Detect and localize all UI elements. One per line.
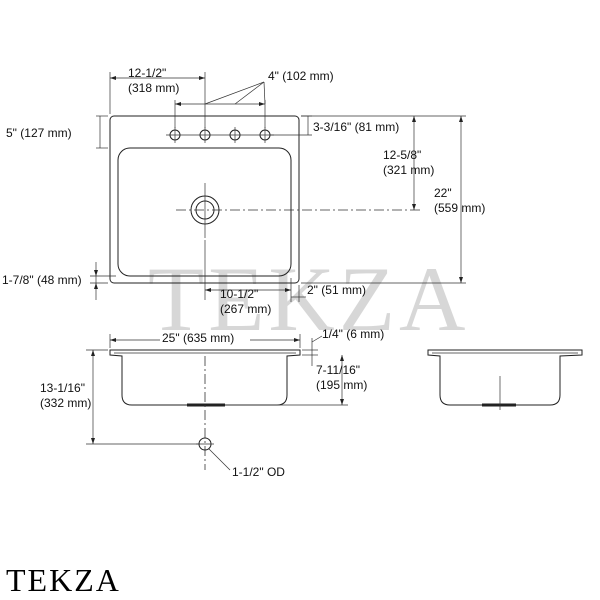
dim-overall-width: 25" (635 mm)	[109, 331, 301, 348]
dim-hole-row: 3-3/16" (81 mm)	[270, 115, 399, 136]
svg-text:1-1/2" OD: 1-1/2" OD	[232, 465, 285, 479]
side-sink-profile	[427, 349, 583, 406]
dim-drain-from-side: 10-1/2" (267 mm)	[204, 240, 291, 316]
svg-text:12-1/2": 12-1/2"	[128, 66, 166, 80]
dim-faucet-spacing: 4" (102 mm)	[174, 69, 334, 128]
svg-text:(332 mm): (332 mm)	[40, 396, 91, 410]
svg-text:1-7/8" (48 mm): 1-7/8" (48 mm)	[2, 273, 82, 287]
svg-text:(267 mm): (267 mm)	[220, 302, 271, 316]
svg-text:3-3/16" (81 mm): 3-3/16" (81 mm)	[313, 120, 399, 134]
dim-overall-depth: 22" (559 mm)	[301, 115, 485, 284]
dim-bowl-depth: 7-11/16" (195 mm)	[225, 355, 367, 406]
side-view	[427, 349, 583, 410]
brand-logo: TEKZA	[6, 562, 121, 598]
svg-text:10-1/2": 10-1/2"	[220, 287, 258, 301]
svg-text:(195 mm): (195 mm)	[316, 378, 367, 392]
svg-text:2" (51 mm): 2" (51 mm)	[307, 283, 366, 297]
svg-text:(321 mm): (321 mm)	[383, 163, 434, 177]
sink-rim-outline	[109, 115, 300, 284]
drain-top	[176, 183, 420, 238]
dim-drain-from-top: 12-5/8" (321 mm)	[383, 116, 434, 210]
faucet-holes	[166, 127, 274, 143]
svg-text:5" (127 mm): 5" (127 mm)	[6, 126, 72, 140]
dim-front-ledge: 1-7/8" (48 mm)	[2, 262, 116, 300]
svg-text:(559 mm): (559 mm)	[434, 201, 485, 215]
dim-faucet-offset: 12-1/2" (318 mm)	[109, 66, 206, 128]
dim-side-ledge: 2" (51 mm)	[290, 278, 366, 302]
svg-text:7-11/16": 7-11/16"	[316, 363, 360, 377]
svg-text:22": 22"	[434, 186, 452, 200]
svg-text:1/4" (6 mm): 1/4" (6 mm)	[322, 327, 384, 341]
dim-top-edge-to-holes: 5" (127 mm)	[6, 115, 108, 149]
svg-text:12-5/8": 12-5/8"	[383, 148, 421, 162]
svg-text:25" (635 mm): 25" (635 mm)	[162, 331, 234, 345]
svg-text:4" (102 mm): 4" (102 mm)	[268, 69, 334, 83]
svg-text:(318 mm): (318 mm)	[128, 81, 179, 95]
svg-text:13-1/16": 13-1/16"	[40, 381, 85, 395]
bowl-outline	[117, 147, 292, 277]
top-view: 12-1/2" (318 mm) 4" (102 mm) 5" (127 mm)	[2, 66, 485, 316]
dim-rim-thickness: 1/4" (6 mm)	[302, 327, 384, 366]
drain-outlet: 1-1/2" OD	[196, 437, 285, 479]
front-view: 25" (635 mm) 1/4" (6 mm) 7-11/16" (195 m…	[40, 327, 384, 479]
dim-drain-center-height: 13-1/16" (332 mm)	[40, 349, 200, 445]
